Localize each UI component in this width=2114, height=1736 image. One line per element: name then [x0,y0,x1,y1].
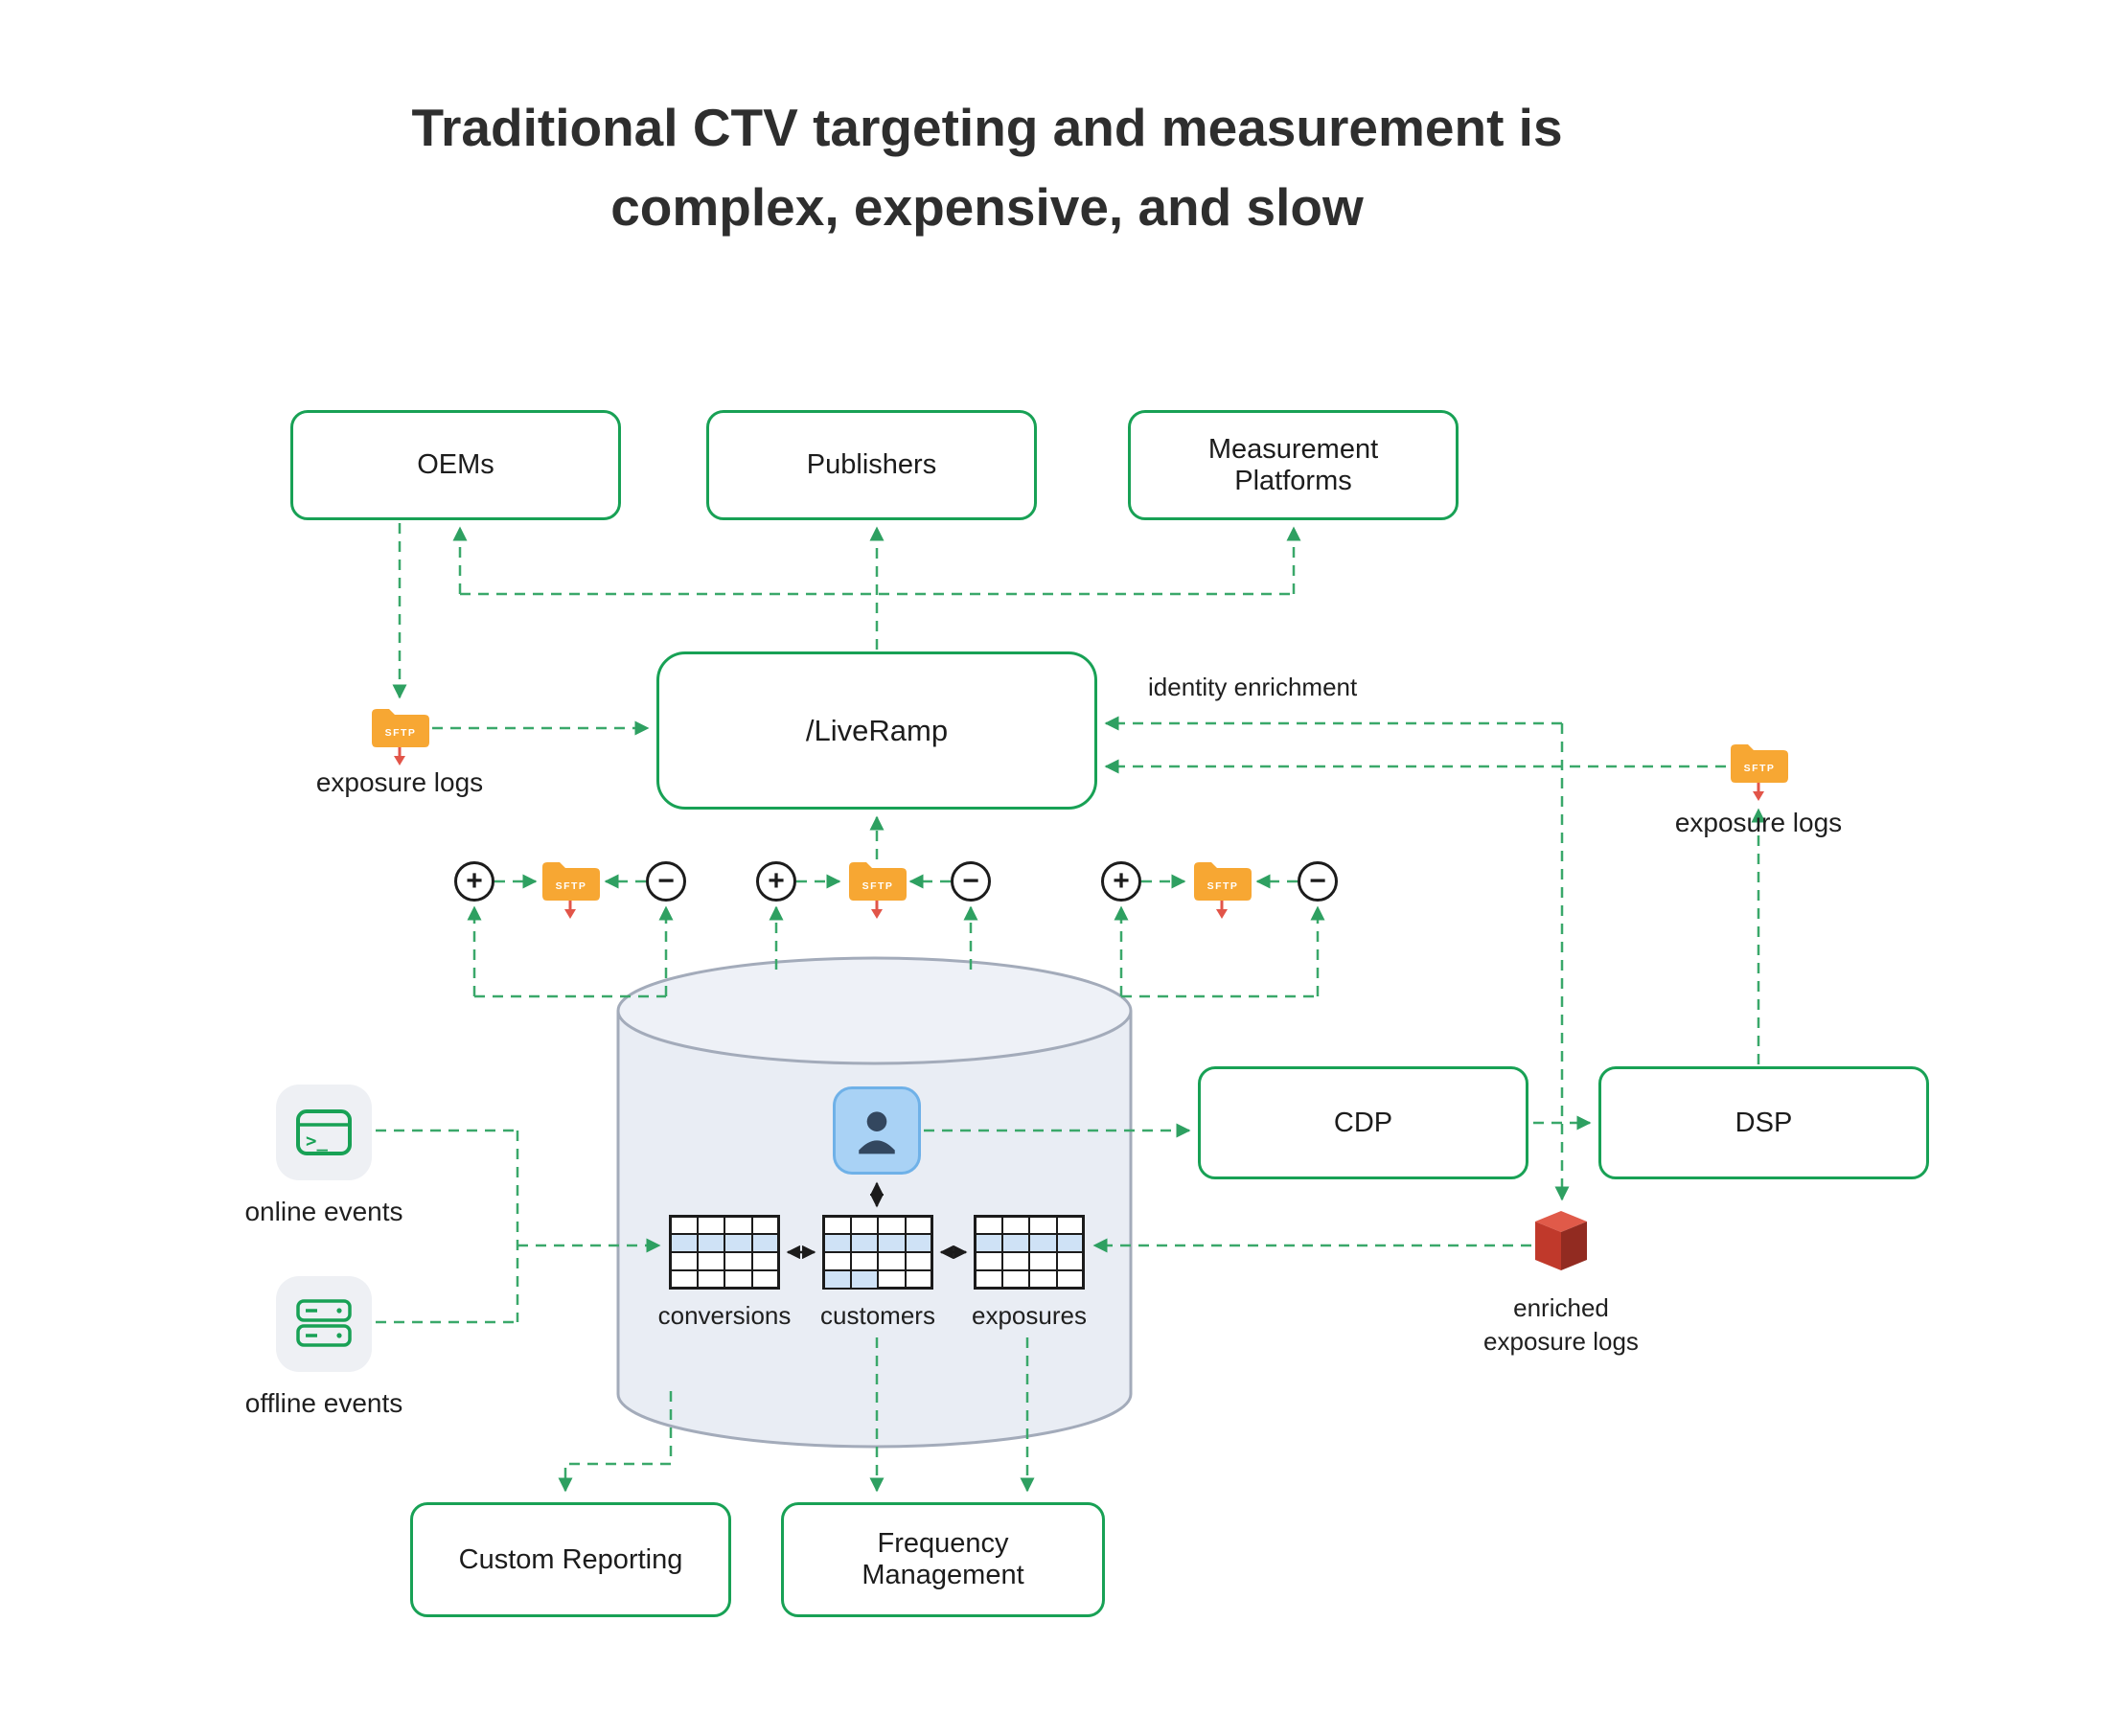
minus-icon-3: − [1298,861,1338,902]
table-graphic [974,1215,1085,1290]
table-graphic [669,1215,780,1290]
node-measurement-platforms: Measurement Platforms [1128,410,1459,520]
table-graphic [822,1215,933,1290]
minus-icon-1: − [646,861,686,902]
folder-icon: SFTP [1731,744,1788,801]
node-measurement-platforms-label: Measurement Platforms [1207,433,1379,496]
page-title: Traditional CTV targeting and measuremen… [0,88,1974,246]
node-dsp: DSP [1598,1066,1929,1179]
node-oems-label: OEMs [417,449,494,480]
node-liveramp: /LiveRamp [656,651,1097,810]
node-cdp-label: CDP [1333,1107,1393,1138]
sftp-folder-icon-1: SFTP [540,856,601,931]
database-cylinder [616,956,1133,1449]
folder-icon: SFTP [372,709,429,765]
sftp-folder-icon-left: SFTP [369,702,430,778]
node-oems: OEMs [290,410,621,520]
sftp-label: SFTP [556,880,587,892]
folder-icon: SFTP [1194,862,1252,919]
node-frequency-management: Frequency Management [781,1502,1105,1617]
enriched-exposure-logs-icon [1533,1209,1589,1277]
plus-glyph: + [1113,865,1130,897]
table-link-arrows [786,1181,968,1260]
node-custom-reporting-label: Custom Reporting [458,1543,683,1575]
plus-glyph: + [466,865,483,897]
minus-glyph: − [657,865,675,897]
node-publishers-label: Publishers [806,449,937,480]
folder-icon: SFTP [542,862,600,919]
title-line-2: complex, expensive, and slow [610,176,1364,237]
title-line-1: Traditional CTV targeting and measuremen… [411,98,1563,157]
node-cdp: CDP [1198,1066,1528,1179]
minus-glyph: − [962,865,979,897]
node-frequency-management-label: Frequency Management [862,1528,1024,1590]
plus-icon-2: + [756,861,796,902]
table-conversions [669,1215,780,1294]
sftp-folder-icon-right: SFTP [1728,738,1789,813]
node-custom-reporting: Custom Reporting [410,1502,731,1617]
server-icon [296,1299,352,1347]
customers-table-label: customers [820,1301,935,1330]
sftp-folder-icon-2: SFTP [846,856,908,931]
minus-icon-2: − [951,861,991,902]
red-cube-icon [1535,1211,1587,1270]
sftp-label: SFTP [1744,763,1776,774]
enriched-line-1: enriched [1513,1293,1609,1322]
plus-icon-3: + [1101,861,1141,902]
online-events-label: online events [244,1197,403,1226]
conversions-table-label: conversions [657,1301,792,1330]
table-customers [822,1215,933,1294]
enriched-exposure-logs-label: enriched exposure logs [1417,1291,1705,1359]
enriched-line-2: exposure logs [1483,1327,1639,1357]
person-glyph [859,1111,895,1154]
sftp-label: SFTP [862,880,894,892]
terminal-prompt-glyph: >_ [306,1131,328,1152]
table-exposures [974,1215,1085,1294]
plus-glyph: + [768,865,785,897]
node-dsp-label: DSP [1735,1107,1793,1138]
user-icon [833,1086,921,1175]
node-liveramp-label: /LiveRamp [805,713,949,747]
terminal-icon: >_ [296,1109,352,1155]
minus-glyph: − [1309,865,1326,897]
sftp-label: SFTP [385,727,417,739]
exposures-table-label: exposures [972,1301,1087,1330]
plus-icon-1: + [454,861,494,902]
identity-enrichment-label: identity enrichment [1148,673,1358,701]
folder-icon: SFTP [849,862,907,919]
dashed-connectors [376,523,1766,1493]
node-publishers: Publishers [706,410,1037,520]
exposure-logs-label-right: exposure logs [1674,808,1843,837]
sftp-label: SFTP [1207,880,1239,892]
offline-events-label: offline events [244,1388,403,1418]
exposure-logs-label-left: exposure logs [315,767,484,797]
sftp-folder-icon-3: SFTP [1191,856,1252,931]
online-events-tile: >_ [276,1085,372,1180]
offline-events-tile [276,1276,372,1372]
